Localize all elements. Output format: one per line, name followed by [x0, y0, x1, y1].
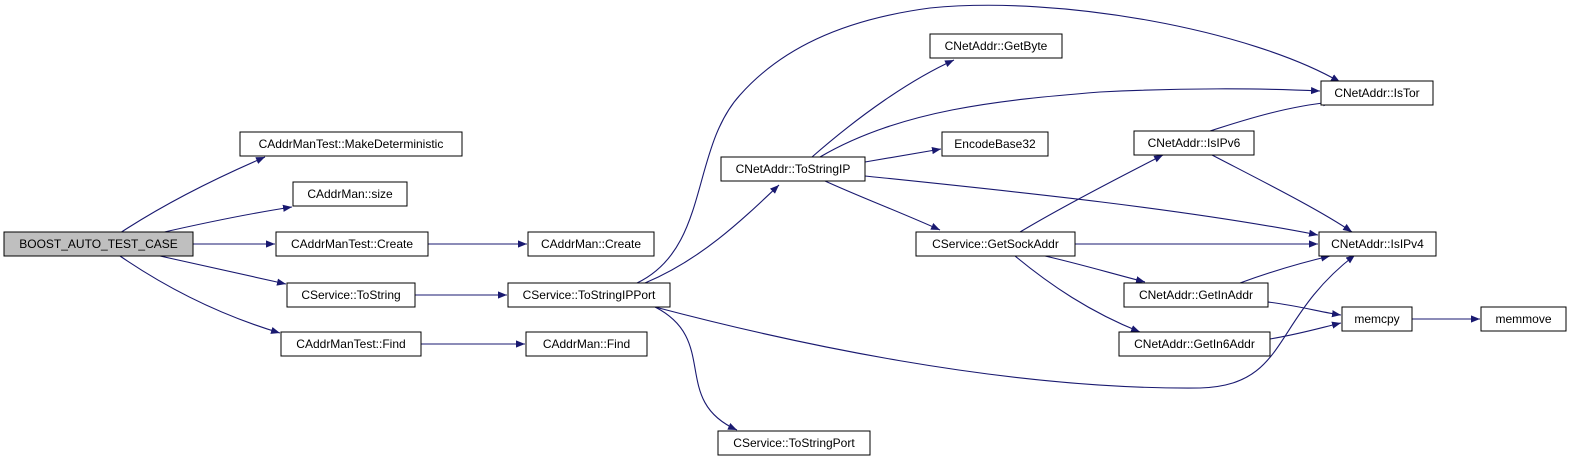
node-netaddr-getinaddr[interactable]: CNetAddr::GetInAddr — [1123, 282, 1269, 308]
edge-root-to-make-deterministic — [119, 156, 266, 234]
node-label: CAddrManTest::MakeDeterministic — [259, 137, 444, 151]
node-service-tostring[interactable]: CService::ToString — [286, 282, 416, 308]
edges — [119, 4, 1480, 431]
edge-tostringipport-to-isipv4 — [654, 254, 1356, 389]
nodes: BOOST_AUTO_TEST_CASE CAddrManTest::MakeD… — [3, 33, 1567, 456]
node-addrmantest-find[interactable]: CAddrManTest::Find — [280, 331, 422, 357]
node-label: memcpy — [1354, 312, 1399, 326]
node-label: CAddrMan::Create — [541, 237, 641, 251]
edge-tostringip-to-isipv4 — [864, 175, 1319, 237]
edge-tostringip-to-getsockaddr — [824, 180, 941, 231]
node-label: CNetAddr::IsIPv4 — [1331, 237, 1424, 251]
edge-tostringipport-to-istor — [636, 4, 1341, 284]
node-addrmantest-create[interactable]: CAddrManTest::Create — [275, 231, 429, 257]
node-label: CAddrMan::size — [307, 187, 393, 201]
edge-getin6addr-to-memcpy — [1269, 321, 1342, 340]
node-label: CAddrMan::Find — [543, 337, 630, 351]
node-service-tostringport[interactable]: CService::ToStringPort — [717, 430, 871, 456]
node-make-deterministic[interactable]: CAddrManTest::MakeDeterministic — [239, 131, 463, 157]
node-label: CService::GetSockAddr — [932, 237, 1059, 251]
node-label: CAddrManTest::Create — [291, 237, 413, 251]
edge-tostringipport-to-tostringport — [654, 306, 738, 431]
node-label: CNetAddr::GetIn6Addr — [1134, 337, 1255, 351]
node-label: CService::ToString — [301, 288, 400, 302]
node-label: BOOST_AUTO_TEST_CASE — [19, 237, 178, 251]
node-netaddr-isipv4[interactable]: CNetAddr::IsIPv4 — [1318, 231, 1437, 257]
edge-isipv6-to-isipv4 — [1211, 154, 1353, 233]
node-addrman-size[interactable]: CAddrMan::size — [292, 181, 408, 207]
edge-getsockaddr-to-isipv6 — [1019, 154, 1164, 233]
node-label: CNetAddr::ToStringIP — [736, 162, 851, 176]
edge-tostringip-to-encodebase32 — [864, 146, 942, 163]
node-netaddr-istor[interactable]: CNetAddr::IsTor — [1320, 80, 1434, 106]
node-addrman-find[interactable]: CAddrMan::Find — [525, 331, 648, 357]
edge-isipv6-to-istor — [1209, 99, 1333, 132]
node-memcpy[interactable]: memcpy — [1341, 306, 1413, 332]
node-netaddr-getin6addr[interactable]: CNetAddr::GetIn6Addr — [1118, 331, 1271, 357]
edge-tostringipport-to-tostringip — [644, 184, 780, 284]
node-label: CService::ToStringIPPort — [523, 288, 656, 302]
edge-tostringip-to-getbyte — [811, 59, 955, 158]
node-addrman-create[interactable]: CAddrMan::Create — [527, 231, 655, 257]
node-label: CNetAddr::GetByte — [945, 39, 1048, 53]
node-label: memmove — [1495, 312, 1551, 326]
edge-root-to-addrman-size — [159, 204, 293, 234]
edge-getinaddr-to-isipv4 — [1239, 254, 1331, 284]
node-boost-auto-test-case[interactable]: BOOST_AUTO_TEST_CASE — [3, 231, 194, 257]
node-service-getsockaddr[interactable]: CService::GetSockAddr — [915, 231, 1076, 257]
node-netaddr-getbyte[interactable]: CNetAddr::GetByte — [929, 33, 1063, 59]
node-label: EncodeBase32 — [954, 137, 1036, 151]
node-service-tostringipport[interactable]: CService::ToStringIPPort — [507, 282, 671, 308]
edge-root-to-addrmantest-find — [119, 255, 281, 334]
node-label: CNetAddr::IsIPv6 — [1148, 136, 1241, 150]
node-label: CAddrManTest::Find — [296, 337, 405, 351]
node-label: CNetAddr::GetInAddr — [1139, 288, 1253, 302]
edge-tostringip-to-istor — [819, 86, 1321, 158]
edge-root-to-service-tostring — [159, 255, 287, 286]
edge-getsockaddr-to-getin6addr — [1014, 255, 1141, 333]
edge-getsockaddr-to-getinaddr — [1044, 255, 1146, 284]
node-label: CService::ToStringPort — [733, 436, 855, 450]
node-label: CNetAddr::IsTor — [1334, 86, 1419, 100]
edge-getinaddr-to-memcpy — [1267, 301, 1342, 318]
node-memmove[interactable]: memmove — [1480, 306, 1567, 332]
node-netaddr-tostringip[interactable]: CNetAddr::ToStringIP — [720, 156, 866, 182]
node-netaddr-isipv6[interactable]: CNetAddr::IsIPv6 — [1133, 130, 1255, 156]
node-encodebase32[interactable]: EncodeBase32 — [941, 131, 1049, 157]
